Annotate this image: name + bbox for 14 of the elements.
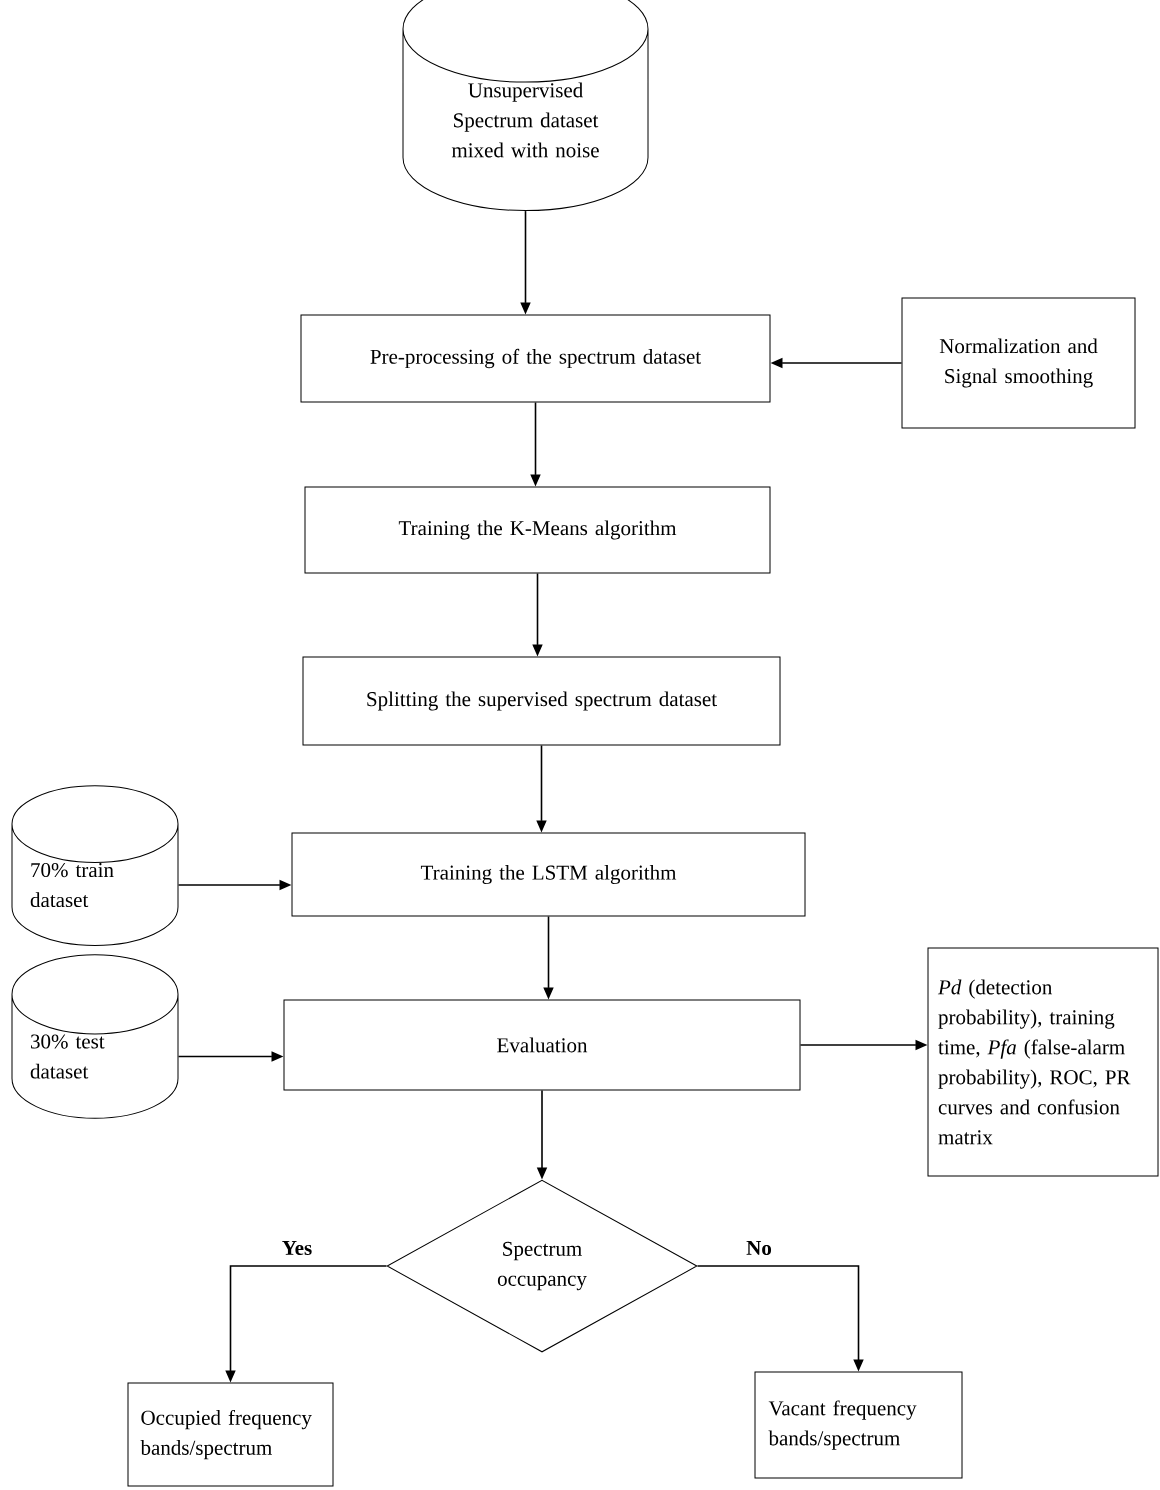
process-box: Pre-processing of the spectrum dataset — [300, 314, 771, 403]
edge-label: No — [745, 1240, 773, 1256]
edge-label: Yes — [280, 1240, 314, 1256]
process-box: Normalization and Signal smoothing — [901, 297, 1136, 429]
process-box: Occupied frequency bands/spectrum — [127, 1382, 334, 1487]
process-box: Splitting the supervised spectrum dataset — [302, 656, 781, 746]
database-cylinder: 70% train dataset — [11, 785, 179, 946]
process-box: Pd (detection probability), training time, Pfa (false-alarm probability), ROC, PR curves and confusion matrix — [927, 947, 1159, 1177]
process-box: Training the LSTM algorithm — [291, 832, 806, 917]
database-cylinder: 30% test dataset — [11, 954, 179, 1119]
process-box: Training the K-Means algorithm — [304, 486, 771, 574]
process-box: Evaluation — [283, 999, 801, 1091]
process-box: Vacant frequency bands/spectrum — [754, 1371, 963, 1479]
database-cylinder: Unsupervised Spectrum dataset mixed with noise — [402, 0, 649, 212]
